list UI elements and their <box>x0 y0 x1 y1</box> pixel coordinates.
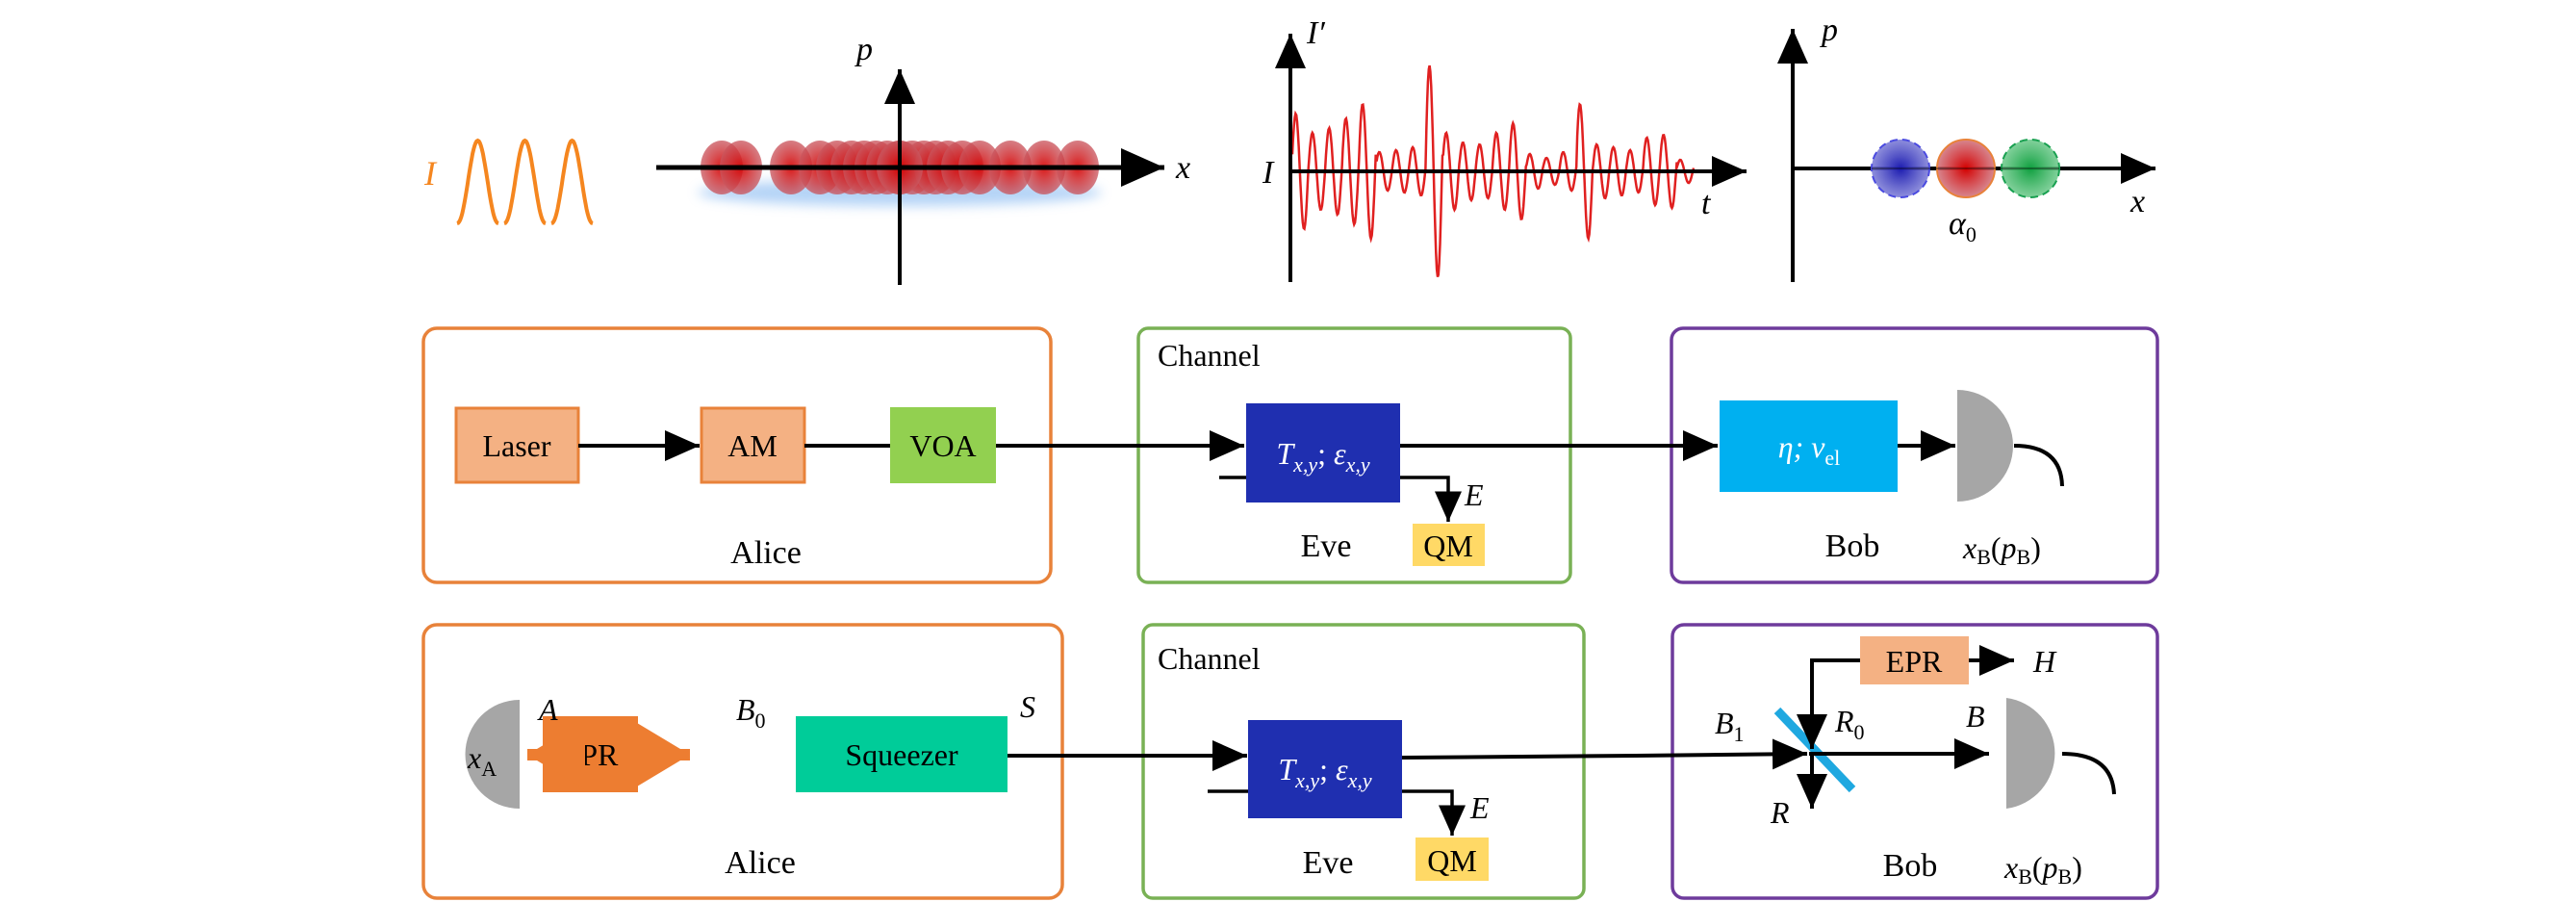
alice-box-2 <box>421 623 1064 900</box>
eve-channel-box[interactable] <box>1246 403 1400 503</box>
voa-box[interactable] <box>890 407 996 483</box>
bob-detector-params: η;vel <box>1778 429 1841 470</box>
pulse-label: I <box>423 154 438 193</box>
alice-detector-icon <box>465 700 520 809</box>
p-axis-2-label: p <box>1820 13 1838 48</box>
am-label: AM <box>727 428 778 463</box>
channel-to-bs-arrow <box>1401 738 1808 770</box>
mode-r-label: R <box>1770 795 1790 830</box>
beamsplitter <box>1773 707 1856 793</box>
row1-protocol: Laser AM VOA Alice Channel Tx,y;εx,y E Q… <box>421 326 2159 584</box>
alpha0-label: α0 <box>1949 206 1977 246</box>
state-alpha0 <box>1936 139 1996 198</box>
mode-b1-label: B1 <box>1715 706 1745 746</box>
bob-box-2 <box>1671 623 2159 900</box>
alice-box <box>421 326 1053 584</box>
channel-box <box>1136 326 1572 584</box>
channel-title-2: Channel <box>1158 641 1261 676</box>
channel-params-2: Tx,y;εx,y <box>1278 752 1372 792</box>
mode-b-label: B <box>1966 699 1985 734</box>
mode-r0-label: R0 <box>1834 704 1865 744</box>
qm-label-2: QM <box>1427 843 1477 878</box>
squeezer-box[interactable] <box>796 716 1007 792</box>
phase-space-states: p x α0 <box>1777 13 2155 282</box>
alice-title-2: Alice <box>725 845 796 881</box>
noise-waveform <box>1290 64 1696 278</box>
bob-measurement-label: xB(pB) <box>1962 530 2041 569</box>
eve-title: Eve <box>1301 528 1352 564</box>
mode-b0-label: B0 <box>736 692 766 733</box>
e-label: E <box>1464 477 1484 512</box>
mode-a-label: A <box>537 692 558 727</box>
t-label: t <box>1701 186 1712 221</box>
bob-box <box>1670 326 2159 584</box>
state-blue <box>1871 139 1930 198</box>
channel-title: Channel <box>1158 338 1261 373</box>
x-axis-label: x <box>1175 150 1190 186</box>
am-box[interactable] <box>700 406 806 484</box>
detector-cable-2 <box>2061 752 2116 795</box>
eve-to-qm-arrow <box>1400 476 1462 522</box>
alice-detector-label: xA <box>467 740 497 781</box>
homodyne-detector-icon-2 <box>2006 698 2055 809</box>
laser-box[interactable] <box>454 406 580 484</box>
homodyne-detector-icon <box>1957 390 2013 502</box>
x-axis-2-label: x <box>2130 184 2145 219</box>
detector-cable <box>2013 444 2064 487</box>
laser-label: Laser <box>482 428 550 463</box>
channel-box-2 <box>1141 623 1586 900</box>
squeezer-label: Squeezer <box>845 737 958 772</box>
alice-title: Alice <box>730 535 802 571</box>
bob-epr-label: EPR <box>1886 644 1943 679</box>
phase-space-modulation: p x <box>656 32 1190 285</box>
qm-box[interactable] <box>1413 524 1485 566</box>
pulse-train: I <box>423 138 594 225</box>
channel-params: Tx,y;εx,y <box>1276 436 1370 477</box>
mean-intensity-label: I <box>1262 155 1275 191</box>
eve-title-2: Eve <box>1303 845 1354 881</box>
row2-protocol: xA EPR Squeezer A B0 S Alice Channel Tx,… <box>421 623 2159 900</box>
epr-to-bs-arrow <box>1797 658 1860 749</box>
bob-epr-box[interactable] <box>1860 636 1969 684</box>
qm-label: QM <box>1423 528 1473 563</box>
qm-box-2[interactable] <box>1416 838 1489 881</box>
eve-channel-box-2[interactable] <box>1248 720 1402 818</box>
mode-s-label: S <box>1020 689 1035 724</box>
e-label-2: E <box>1469 790 1490 825</box>
p-axis-label: p <box>854 32 873 67</box>
bob-detector-box[interactable] <box>1720 400 1898 492</box>
bob-measurement-label-2: xB(pB) <box>2003 850 2082 889</box>
alice-epr-label: EPR <box>562 737 619 772</box>
state-green <box>2001 139 2060 198</box>
eve-to-qm-arrow-2 <box>1402 789 1466 836</box>
bob-title-2: Bob <box>1883 848 1938 884</box>
mode-h-label: H <box>2032 644 2057 679</box>
noise-signal-plot: I′ I t <box>1262 15 1747 282</box>
intensity-label: I′ <box>1306 15 1325 51</box>
pulse-waveform <box>456 138 594 225</box>
bob-title: Bob <box>1825 528 1880 564</box>
voa-label: VOA <box>909 428 976 463</box>
